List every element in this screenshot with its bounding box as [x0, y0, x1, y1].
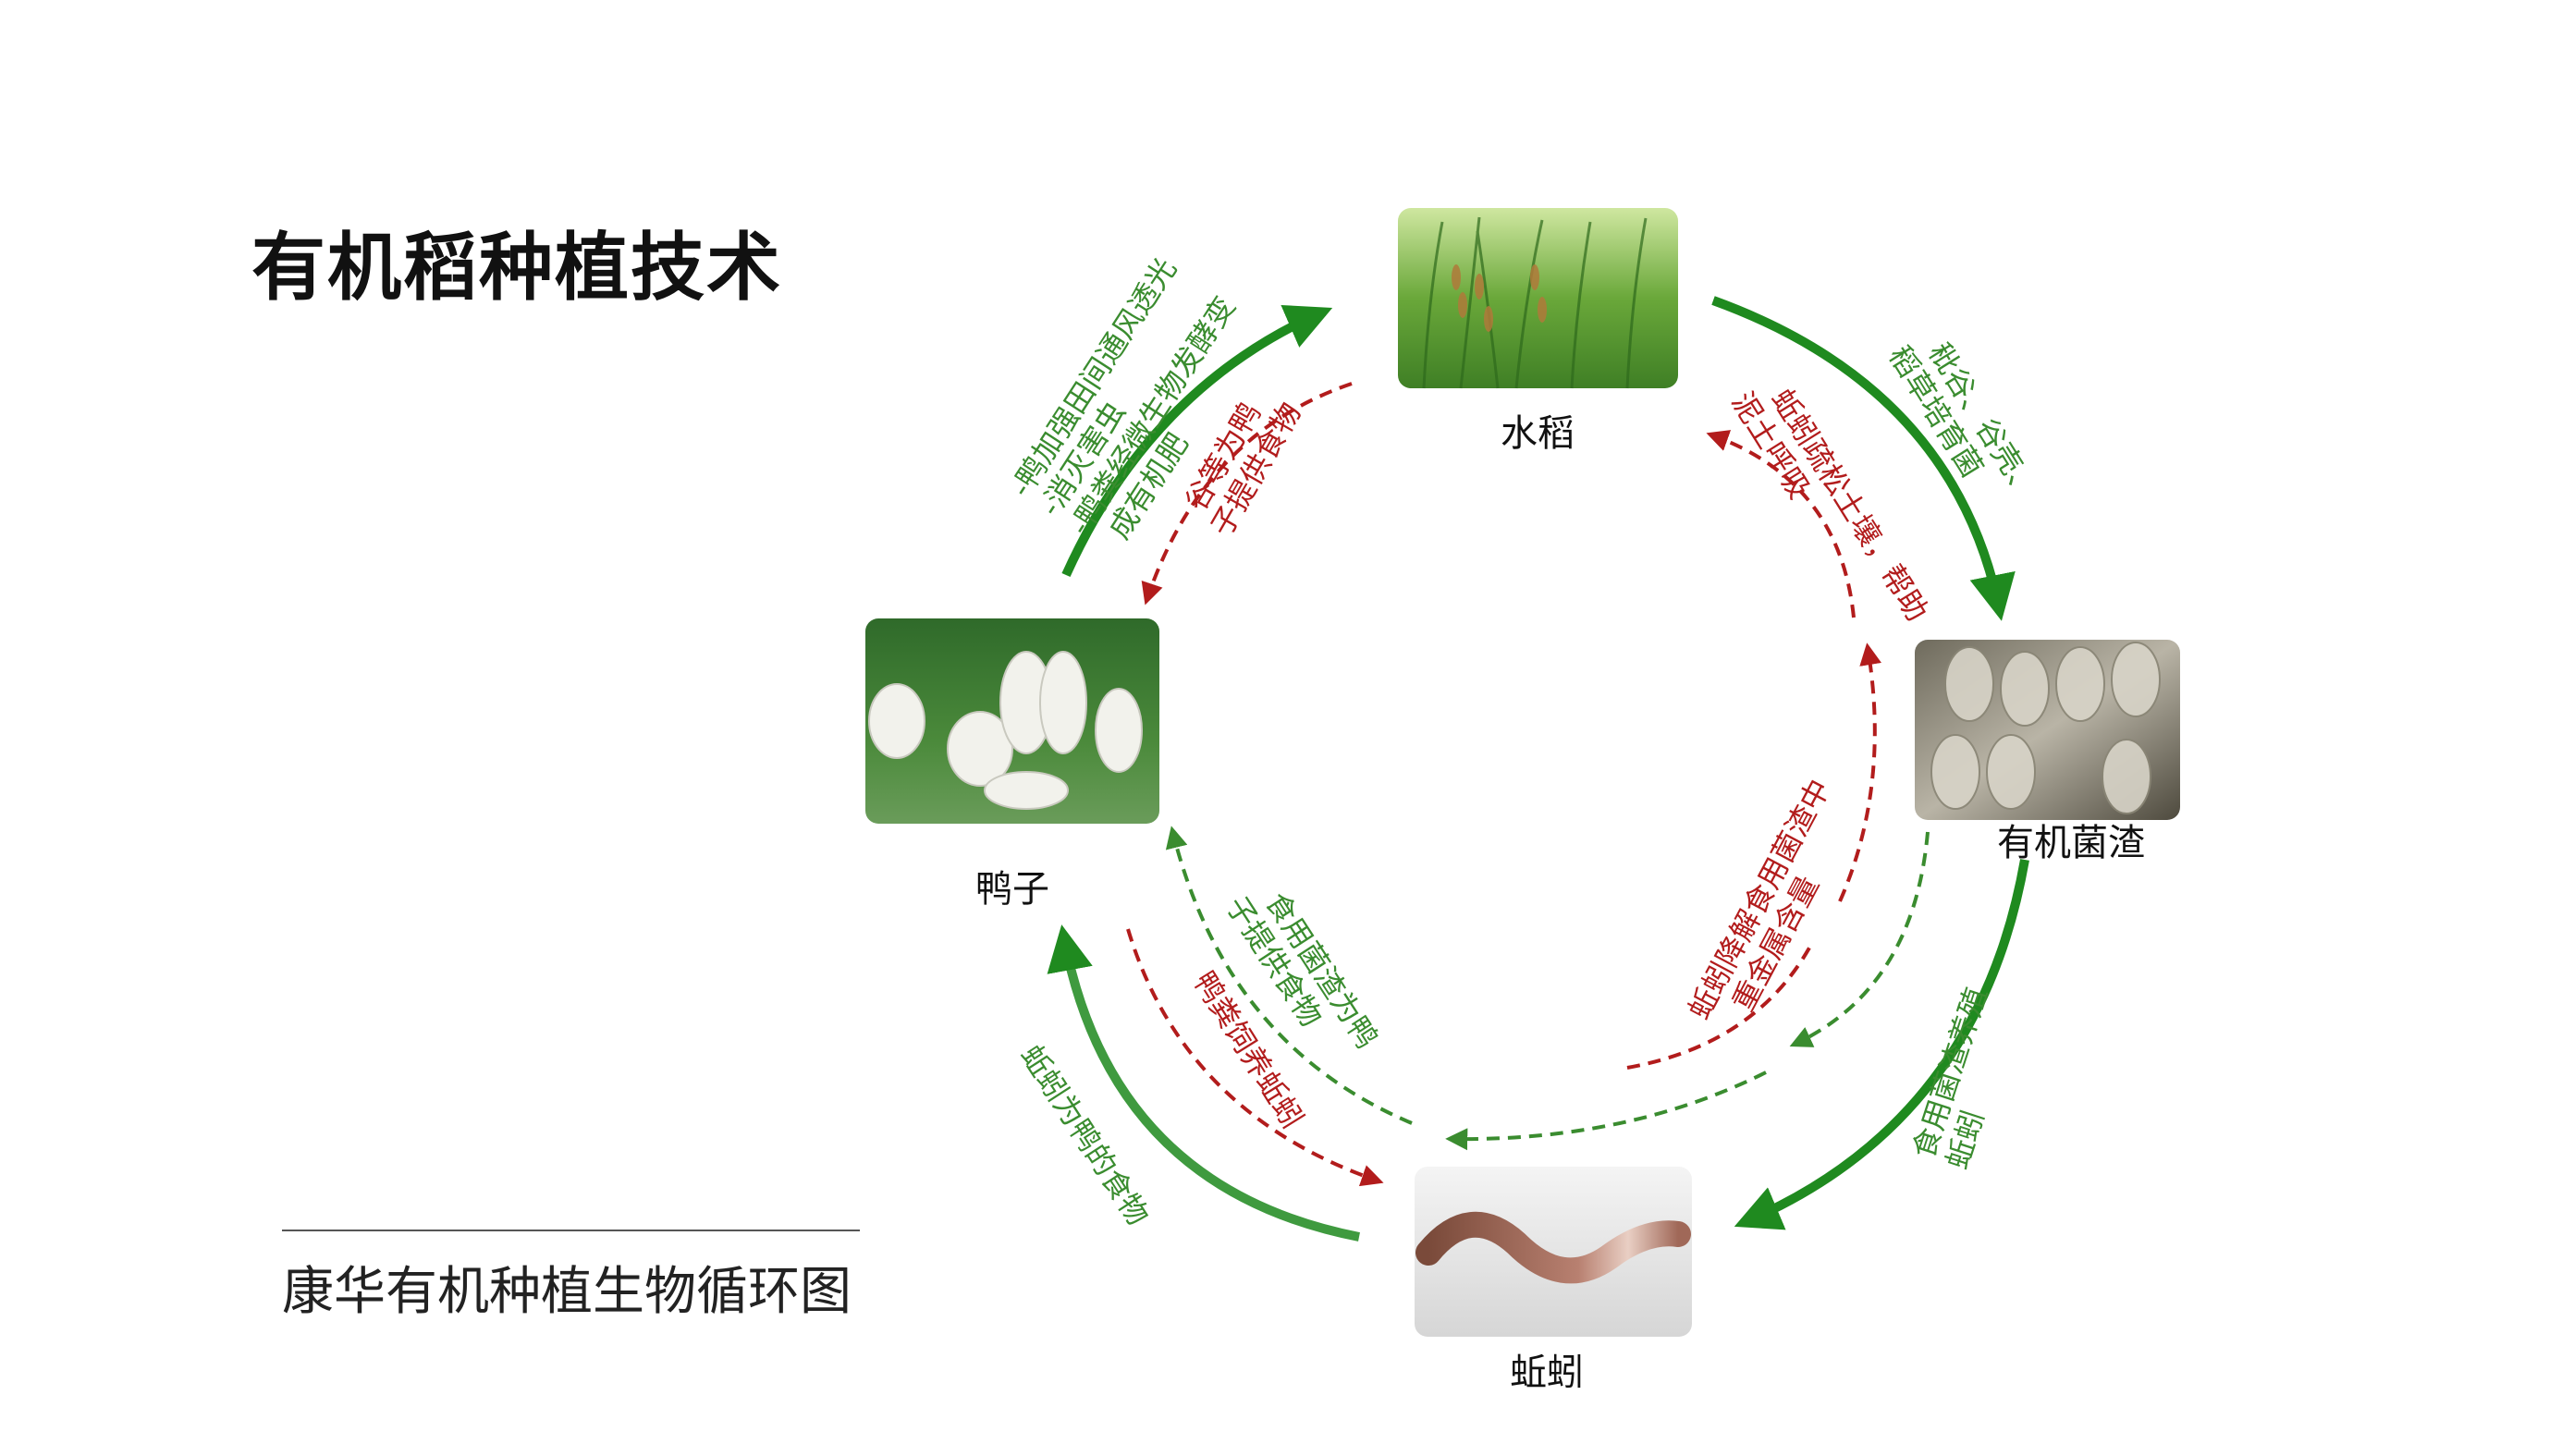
duck-label: 鸭子: [975, 868, 1049, 911]
rice-label: 水稻: [1501, 412, 1575, 455]
arrow-fungus-to-worm-inner-dashed: [1445, 1071, 1767, 1151]
worm-reflection: [1415, 1337, 1692, 1374]
page-subtitle: 康华有机种植生物循环图: [282, 1262, 852, 1322]
annotation-fungus-to-worm: 食用菌渣养殖 蚯蚓: [1906, 983, 1993, 1173]
arrow-duck-to-rice: [1061, 304, 1333, 578]
rice-node: 水稻: [1398, 208, 1678, 455]
worm-body: [1415, 1211, 1691, 1284]
annotation-worm-to-duck-text: 蚯蚓为鸭的食物: [1013, 1039, 1156, 1232]
worm-node: 蚯蚓: [1415, 1167, 1692, 1394]
fungus-label: 有机菌渣: [1997, 822, 2145, 864]
rice-image: [1398, 208, 1678, 388]
duck-node: 鸭子: [865, 618, 1159, 911]
page-title: 有机稻种植技术: [251, 225, 782, 311]
duck-figures: [868, 651, 1143, 810]
fungus-node: 有机菌渣: [1915, 640, 2180, 864]
arrow-fungus-to-duck-dashed: [1165, 826, 1413, 1125]
fungus-bags: [1930, 642, 2161, 814]
annotation-worm-to-rice: 蚯蚓疏松土壤，帮助 泥土呼吸: [1724, 383, 1935, 627]
worm-label: 蚯蚓: [1510, 1352, 1584, 1394]
annotation-worm-to-fungus: 蚯蚓降解食用菌渣中 重金属含量: [1682, 774, 1838, 1025]
arrow-fungus-to-worm: [1734, 859, 2029, 1230]
arrow-worm-to-duck: [1047, 924, 1360, 1242]
worm-image: [1415, 1167, 1692, 1337]
annotation-worm-to-duck: 蚯蚓为鸭的食物: [1013, 1039, 1156, 1232]
duck-reflection: [865, 824, 1159, 870]
rice-grains: [1452, 264, 1547, 332]
arrow-rice-to-duck-dashed: [1141, 382, 1353, 606]
arrow-rice-to-fungus: [1711, 296, 2016, 621]
annotation-rice-to-duck: 谷等为鸭 子提供食物: [1178, 397, 1308, 543]
fungus-reflection: [1915, 820, 2180, 862]
rice-reflection: [1398, 388, 1678, 434]
arrow-worm-to-fungus-lower-dashed: [1626, 942, 1814, 1070]
subtitle-divider: [282, 1230, 860, 1231]
arrow-fungus-to-worm-dashed: [1789, 831, 1930, 1047]
arrow-worm-to-rice-dashed: [1706, 430, 1856, 618]
arrow-duck-to-worm-dashed: [1126, 928, 1384, 1187]
arrow-worm-to-fungus-dashed: [1838, 642, 1881, 902]
